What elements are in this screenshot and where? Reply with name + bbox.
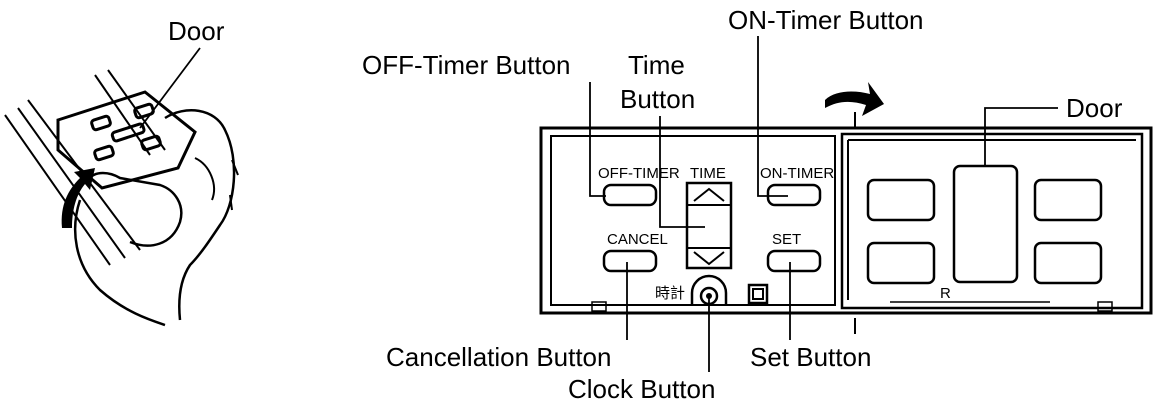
time-down-icon	[693, 251, 725, 266]
panel-set-text: SET	[772, 231, 801, 248]
indicator-square-icon	[747, 283, 769, 305]
door-button-top-right[interactable]	[1033, 178, 1103, 222]
door-open-arrow-icon	[825, 82, 884, 116]
time-up-icon	[693, 187, 725, 202]
door-leader-right	[984, 107, 1058, 166]
panel-r-mark-text: R	[940, 285, 951, 302]
door-button-bottom-left[interactable]	[866, 241, 936, 285]
panel-on-timer-text: ON-TIMER	[760, 165, 834, 182]
time-button-label-line2: Button	[620, 84, 695, 114]
door-button-bottom-right[interactable]	[1033, 241, 1103, 285]
hand-opening-door-illustration	[4, 69, 239, 327]
door-leader-left	[139, 47, 201, 129]
door-button-top-left[interactable]	[866, 178, 936, 222]
cancel-button[interactable]	[602, 249, 658, 273]
on-timer-button[interactable]	[766, 183, 822, 207]
time-button-label-line1: Time	[628, 50, 685, 80]
off-timer-button[interactable]	[602, 183, 658, 207]
door-label-right: Door	[1066, 93, 1123, 123]
off-timer-leader	[589, 82, 606, 197]
control-panel	[539, 126, 1153, 315]
set-button[interactable]	[766, 249, 822, 273]
set-button-label: Set Button	[750, 342, 871, 372]
panel-off-timer-text: OFF-TIMER	[598, 165, 680, 182]
door-button-center[interactable]	[952, 164, 1019, 284]
cancellation-button-label: Cancellation Button	[386, 342, 611, 372]
panel-cancel-text: CANCEL	[607, 231, 668, 248]
time-button[interactable]	[685, 181, 733, 270]
panel-time-text: TIME	[690, 165, 726, 182]
time-leader	[659, 116, 705, 228]
on-timer-leader	[757, 36, 788, 197]
on-timer-button-label: ON-Timer Button	[728, 5, 924, 35]
panel-clock-kanji-text: 時計	[655, 285, 685, 302]
door-label-left: Door	[168, 16, 225, 46]
open-arrow-icon	[61, 168, 95, 228]
off-timer-button-label: OFF-Timer Button	[362, 50, 571, 80]
clock-button-label: Clock Button	[568, 374, 715, 404]
